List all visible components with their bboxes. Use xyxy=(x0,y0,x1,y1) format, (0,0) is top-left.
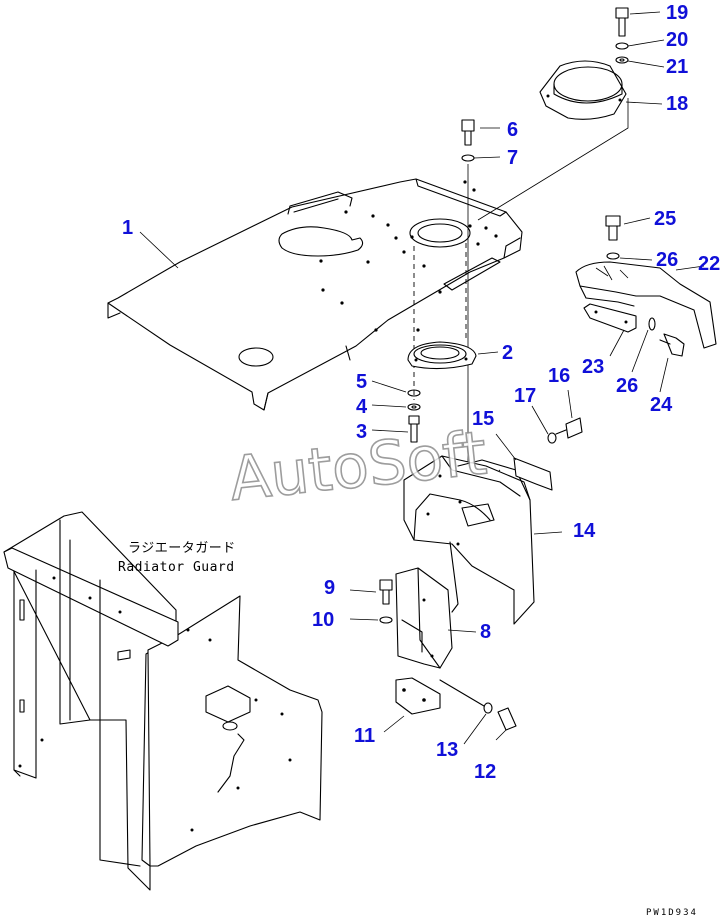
callout-4: 4 xyxy=(356,396,368,418)
part-22-bracket xyxy=(575,261,717,349)
leader-lines xyxy=(139,11,705,745)
callout-21: 21 xyxy=(666,56,688,78)
callout-24: 24 xyxy=(650,394,673,416)
callout-16: 16 xyxy=(548,365,570,387)
callout-7: 7 xyxy=(507,147,518,169)
callout-18: 18 xyxy=(666,93,688,115)
part-6-7-bolt-set xyxy=(461,119,475,162)
part-16-17-bolt-set xyxy=(547,417,583,444)
callout-26-bottom: 26 xyxy=(616,375,638,397)
part-9-10-bolt-set xyxy=(379,579,393,624)
callout-2: 2 xyxy=(502,342,513,364)
part-1-holes xyxy=(319,180,498,332)
part-19-21-bolt-set xyxy=(615,7,629,64)
callout-14: 14 xyxy=(573,520,596,542)
radiator-guard xyxy=(3,511,323,891)
callout-17: 17 xyxy=(514,385,536,407)
callout-8: 8 xyxy=(480,621,491,643)
drawing-code: PW1D934 xyxy=(646,908,698,918)
callout-12: 12 xyxy=(474,761,496,783)
part-12-13-bolt-set xyxy=(439,679,517,731)
callout-22: 22 xyxy=(698,253,720,275)
part-14-side-plate xyxy=(403,455,553,625)
callout-5: 5 xyxy=(356,371,367,393)
part-18-cap xyxy=(539,60,627,120)
callout-1: 1 xyxy=(122,217,133,239)
callout-11: 11 xyxy=(354,725,375,747)
part-24-26-bolt-set xyxy=(605,215,685,357)
callout-20: 20 xyxy=(666,29,688,51)
callout-9: 9 xyxy=(324,577,335,599)
callout-6: 6 xyxy=(507,119,518,141)
callout-19: 19 xyxy=(666,2,688,24)
part-3-5-bolt-set xyxy=(407,389,421,443)
callouts: 1 2 3 4 5 6 7 8 9 10 11 12 13 14 15 16 1… xyxy=(122,2,720,783)
callout-3: 3 xyxy=(356,421,367,443)
part-1-top-cover xyxy=(107,178,523,411)
callout-13: 13 xyxy=(436,739,458,761)
part-23-plate xyxy=(583,303,637,333)
callout-25: 25 xyxy=(654,208,676,230)
callout-10: 10 xyxy=(312,609,334,631)
part-8-stay xyxy=(395,567,453,669)
note-radiator-guard: Radiator Guard xyxy=(118,560,235,575)
callout-23: 23 xyxy=(582,356,604,378)
callout-15: 15 xyxy=(472,408,494,430)
note-japanese: ラジエータガード xyxy=(128,541,236,556)
part-11-bracket xyxy=(395,677,441,715)
part-2-ring xyxy=(407,341,477,370)
callout-26-top: 26 xyxy=(656,249,678,271)
